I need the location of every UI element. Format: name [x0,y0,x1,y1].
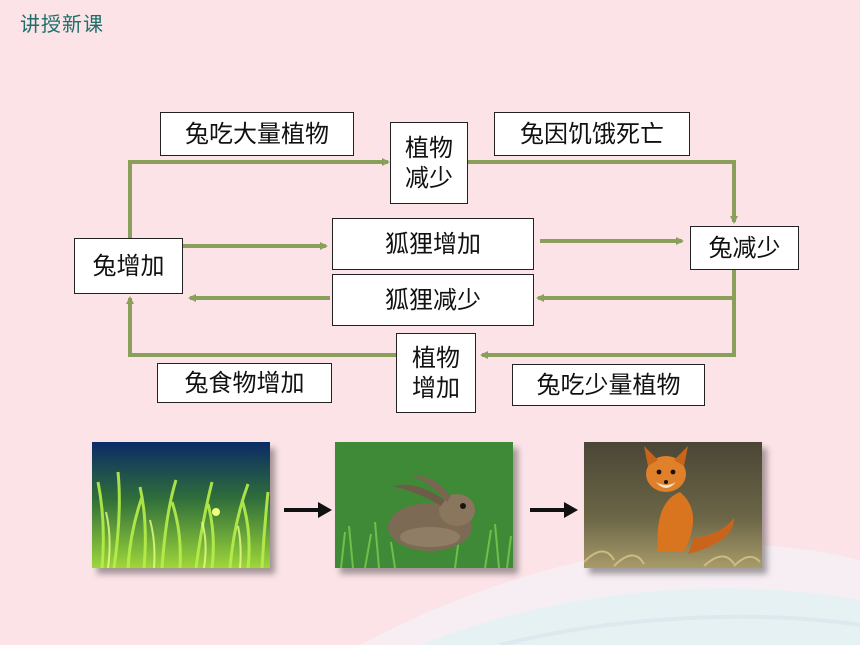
box-rabbit-starve: 兔因饥饿死亡 [494,112,690,156]
section-header: 讲授新课 [20,12,104,36]
arrow-rabbit-decrease-to-fox-decrease [536,270,736,302]
arrow-plants-increase-to-rabbit-increase [126,296,396,357]
box-plants-decrease: 植物 减少 [390,122,468,204]
box-fox-increase: 狐狸增加 [332,218,534,270]
box-rabbit-decrease: 兔减少 [690,226,799,270]
arrow-grass-to-rabbit [284,502,332,518]
grass-photo [92,442,270,568]
box-rabbit-increase: 兔增加 [74,238,183,294]
box-rabbit-eat-less: 兔吃少量植物 [512,364,705,406]
box-plants-decrease-line2: 减少 [405,164,453,192]
arrow-rabbit-to-plants-decrease [128,158,390,238]
arrow-rabbit-decrease-to-plants-increase [480,298,736,359]
arrow-rabbit-to-fox [530,502,578,518]
box-plants-increase: 植物 增加 [396,333,476,413]
box-fox-decrease: 狐狸减少 [332,274,534,326]
box-rabbit-food-increase: 兔食物增加 [157,363,332,403]
box-plants-increase-line2: 增加 [412,374,460,402]
fox-photo [584,442,762,568]
rabbit-photo [335,442,513,568]
box-plants-increase-line1: 植物 [412,344,460,372]
box-plants-decrease-line1: 植物 [405,134,453,162]
arrow-plants-decrease-to-rabbit-decrease [468,160,738,224]
box-rabbit-eat-many: 兔吃大量植物 [160,112,354,156]
